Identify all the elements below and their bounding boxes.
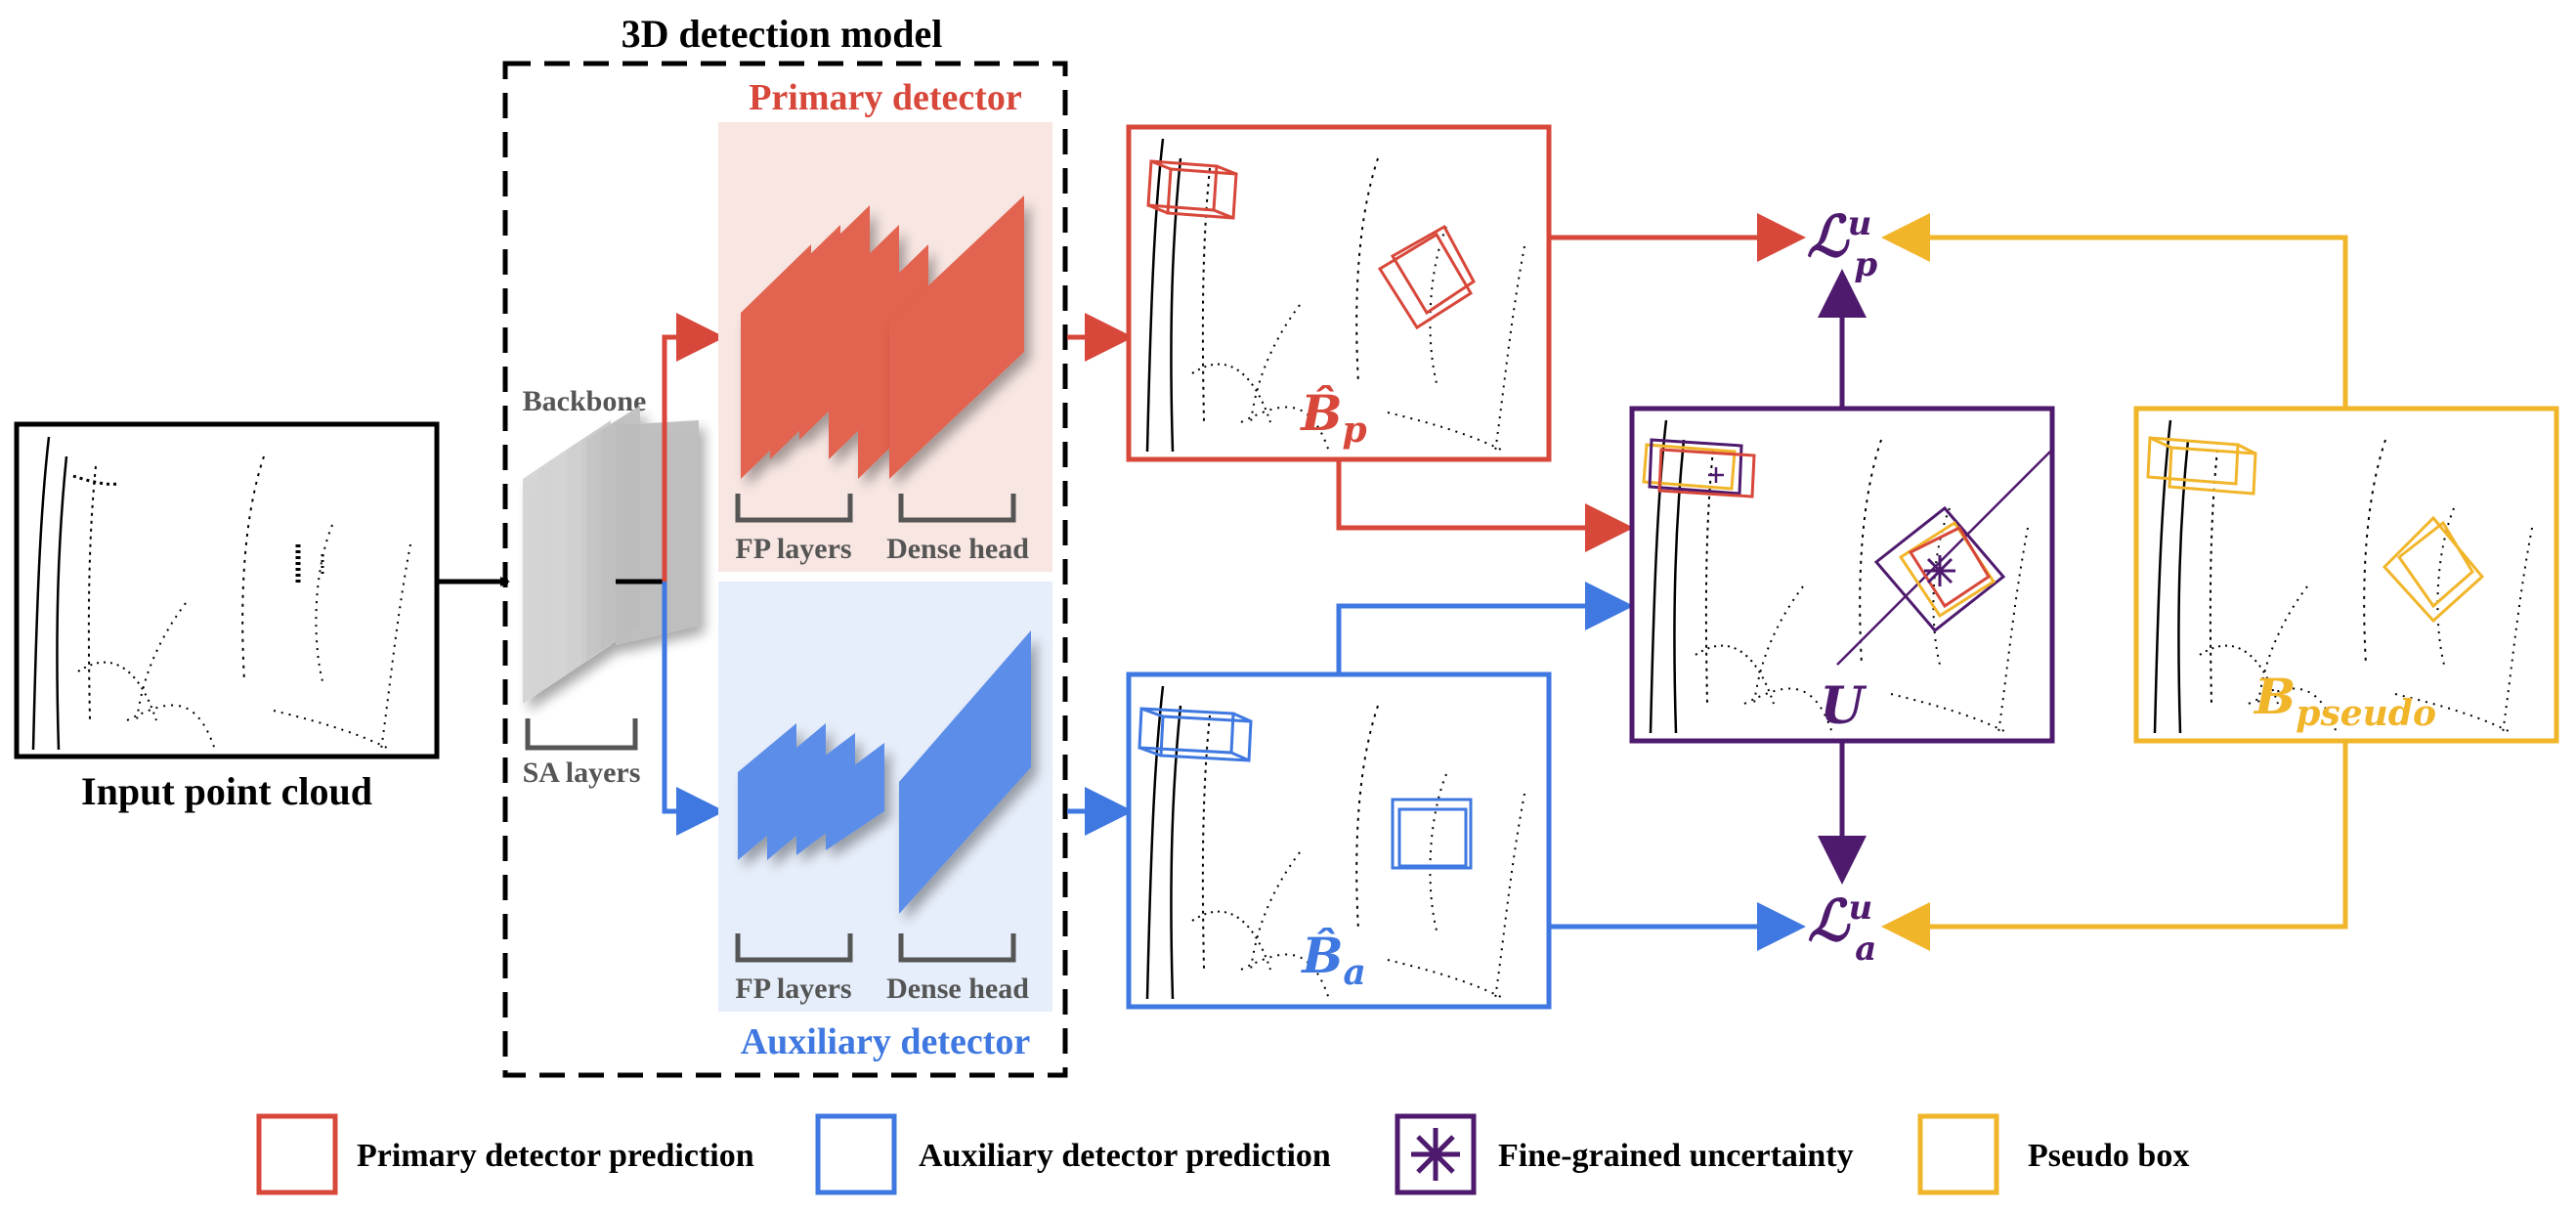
u-star-icon bbox=[1924, 555, 1955, 586]
svg-text:ℒua: ℒua bbox=[1808, 887, 1877, 969]
bpseudo-label: Bpseudo bbox=[2253, 668, 2436, 734]
primary-dense-head bbox=[889, 195, 1024, 479]
primary-detector: Primary detector FP layers Dense head bbox=[718, 77, 1052, 572]
input-panel: Input point cloud bbox=[14, 421, 440, 813]
legend-label-pseudo: Pseudo box bbox=[2028, 1138, 2189, 1174]
legend-swatch-primary bbox=[256, 1113, 338, 1195]
auxiliary-head-label: Dense head bbox=[886, 973, 1029, 1005]
input-scan bbox=[31, 435, 412, 752]
input-label: Input point cloud bbox=[81, 769, 372, 813]
u-box-1 bbox=[1642, 438, 1756, 498]
legend-label-uncertainty: Fine-grained uncertainty bbox=[1498, 1138, 1854, 1174]
primary-title: Primary detector bbox=[749, 77, 1022, 118]
legend: Primary detector prediction Auxiliary de… bbox=[256, 1113, 2189, 1195]
legend-label-auxiliary: Auxiliary detector prediction bbox=[919, 1138, 1331, 1174]
arrow-pseudo-to-lp bbox=[1881, 213, 2348, 409]
panel-bpseudo: Bpseudo bbox=[2133, 406, 2559, 744]
ba-box-1 bbox=[1138, 707, 1253, 762]
legend-item-auxiliary: Auxiliary detector prediction bbox=[815, 1113, 1331, 1195]
bp-box-1 bbox=[1146, 159, 1238, 220]
svg-text:ℒup: ℒup bbox=[1807, 203, 1878, 284]
primary-head-label: Dense head bbox=[886, 533, 1029, 565]
auxiliary-title: Auxiliary detector bbox=[741, 1021, 1031, 1062]
arrow-ba-to-u bbox=[1336, 582, 1634, 674]
u-star-icon-small bbox=[1708, 467, 1724, 483]
panel-bp: B̂p bbox=[1126, 124, 1552, 462]
backbone-layers bbox=[523, 406, 699, 704]
legend-item-uncertainty: Fine-grained uncertainty bbox=[1395, 1113, 1854, 1195]
primary-fp-label: FP layers bbox=[735, 533, 851, 565]
ba-label: B̂a bbox=[1300, 927, 1366, 993]
panel-ba: B̂a bbox=[1126, 671, 1552, 1010]
u-diagonal bbox=[1836, 451, 2051, 666]
u-label: U bbox=[1820, 676, 1867, 736]
pseudo-box-2 bbox=[2382, 515, 2485, 624]
legend-label-primary: Primary detector prediction bbox=[357, 1138, 754, 1174]
legend-swatch-pseudo bbox=[1917, 1113, 1999, 1195]
arrow-pseudo-to-la bbox=[1881, 741, 2348, 951]
ba-box-2 bbox=[1391, 798, 1473, 870]
legend-item-pseudo: Pseudo box bbox=[1917, 1113, 2189, 1195]
arrow-to-primary bbox=[662, 313, 725, 582]
auxiliary-fp-label: FP layers bbox=[735, 973, 851, 1005]
detection-model: 3D detection model Backbone SA layers Pr… bbox=[502, 12, 1068, 1078]
auxiliary-detector: Auxiliary detector FP layers Dense head bbox=[718, 582, 1052, 1062]
sa-label: SA layers bbox=[523, 757, 641, 789]
panel-u: U bbox=[1629, 406, 2055, 744]
arrow-to-auxiliary bbox=[662, 582, 725, 836]
legend-star-icon bbox=[1411, 1128, 1460, 1181]
bp-box-2 bbox=[1377, 224, 1476, 330]
legend-item-primary: Primary detector prediction bbox=[256, 1113, 754, 1195]
u-box-2 bbox=[1873, 505, 2006, 633]
model-title: 3D detection model bbox=[622, 12, 943, 56]
arrow-bp-to-u bbox=[1336, 459, 1634, 552]
legend-swatch-auxiliary bbox=[815, 1113, 897, 1195]
bp-label: B̂p bbox=[1299, 384, 1366, 451]
pseudo-box-1 bbox=[2146, 436, 2257, 496]
auxiliary-dense-head bbox=[899, 630, 1031, 914]
auxiliary-fp-layers bbox=[738, 723, 884, 860]
backbone-label: Backbone bbox=[523, 385, 647, 417]
